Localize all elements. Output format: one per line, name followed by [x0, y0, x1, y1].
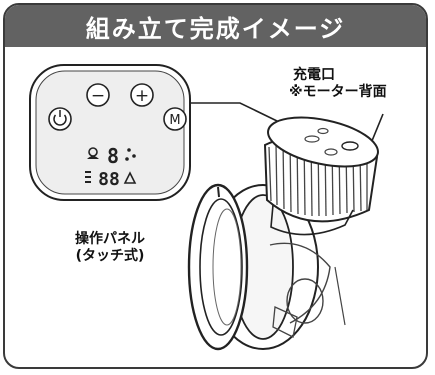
minus-button[interactable]: −	[86, 83, 110, 107]
illustration-frame: 組み立て完成イメージ − +	[3, 3, 428, 369]
suction-icon	[87, 147, 99, 159]
plus-button[interactable]: +	[130, 83, 154, 107]
mode-button-label: M	[169, 113, 180, 128]
operation-panel-label-line2: (タッチ式)	[75, 248, 145, 264]
operation-panel-label: 操作パネル (タッチ式)	[75, 231, 145, 265]
charging-port	[341, 141, 359, 151]
title-bar: 組み立て完成イメージ	[5, 5, 426, 47]
minus-button-label: −	[91, 86, 105, 106]
page-title: 組み立て完成イメージ	[85, 14, 346, 43]
operation-panel-label-line1: 操作パネル	[75, 231, 145, 247]
battery-bars-icon	[85, 171, 91, 183]
charging-port-label-line2: ※モーター背面	[289, 84, 387, 100]
timer-digits: 88	[98, 169, 120, 190]
breast-shield	[187, 183, 346, 351]
mode-button[interactable]: M	[163, 107, 187, 131]
wave-icon	[123, 171, 137, 184]
motor-unit	[263, 116, 379, 236]
charging-port-label: 充電口 ※モーター背面	[289, 67, 387, 101]
droplets-icon	[125, 148, 136, 161]
control-panel: − + M 8	[29, 64, 191, 201]
level-digit: 8	[107, 144, 119, 168]
pump-illustration: − + M 8	[29, 64, 384, 351]
power-button[interactable]	[48, 107, 72, 131]
charging-port-label-line1: 充電口	[293, 67, 335, 83]
plus-button-label: +	[135, 86, 149, 106]
